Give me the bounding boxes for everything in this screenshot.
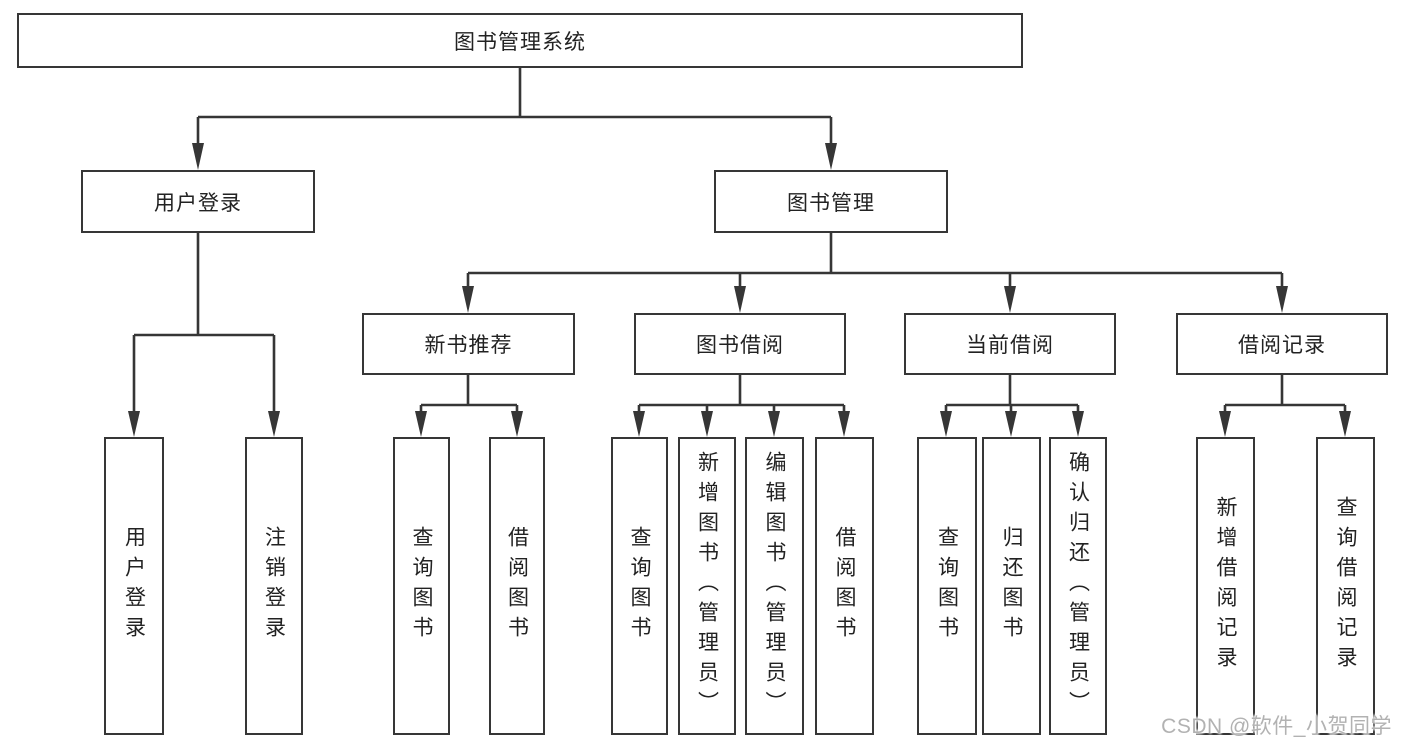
leaf-return-books-label: 归还图书 [1000, 526, 1023, 646]
arrowheads-level3 [462, 286, 1288, 313]
leaf-query-borrow-record-label: 查询借阅记录 [1334, 496, 1357, 676]
node-borrowing-records-label: 借阅记录 [1238, 334, 1326, 357]
node-book-borrowing: 图书借阅 [634, 313, 846, 375]
node-current-borrowing-label: 当前借阅 [966, 334, 1054, 357]
node-new-book-recommend: 新书推荐 [362, 313, 575, 375]
leaf-add-book-admin-label: 新增图书（管理员） [695, 451, 719, 721]
leaf-confirm-return-admin-label: 确认归还（管理员） [1066, 451, 1090, 721]
leaf-query-books-borrowing-label: 查询图书 [628, 526, 651, 646]
leaf-user-login-label: 用户登录 [122, 526, 146, 646]
leaf-borrow-books-label: 借阅图书 [833, 526, 856, 646]
node-user-login: 用户登录 [81, 170, 315, 233]
leaf-query-books-recommend-label: 查询图书 [410, 526, 433, 646]
leaf-logout-label: 注销登录 [262, 526, 286, 646]
node-user-login-label: 用户登录 [154, 191, 242, 215]
leaf-add-borrow-record-label: 新增借阅记录 [1214, 496, 1237, 676]
leaf-query-books-recommend: 查询图书 [393, 437, 450, 735]
leaf-logout: 注销登录 [245, 437, 303, 735]
node-book-management-label: 图书管理 [787, 191, 875, 215]
leaf-query-books-borrowing: 查询图书 [611, 437, 668, 735]
leaf-return-books: 归还图书 [982, 437, 1041, 735]
leaf-borrow-books-recommend-label: 借阅图书 [505, 526, 529, 646]
arrowheads-leaves [128, 411, 1351, 437]
leaf-edit-book-admin-label: 编辑图书（管理员） [763, 451, 786, 721]
leaf-query-books-current-label: 查询图书 [935, 526, 959, 646]
leaf-query-borrow-record: 查询借阅记录 [1316, 437, 1375, 735]
leaf-add-borrow-record: 新增借阅记录 [1196, 437, 1255, 735]
node-current-borrowing: 当前借阅 [904, 313, 1116, 375]
leaf-query-books-current: 查询图书 [917, 437, 977, 735]
node-root: 图书管理系统 [17, 13, 1023, 68]
node-borrowing-records: 借阅记录 [1176, 313, 1388, 375]
leaf-edit-book-admin: 编辑图书（管理员） [745, 437, 804, 735]
node-root-label: 图书管理系统 [454, 30, 586, 54]
leaf-confirm-return-admin: 确认归还（管理员） [1049, 437, 1107, 735]
node-new-book-recommend-label: 新书推荐 [424, 334, 513, 357]
leaf-add-book-admin: 新增图书（管理员） [678, 437, 736, 735]
leaf-borrow-books: 借阅图书 [815, 437, 874, 735]
arrowheads-level2 [192, 143, 837, 170]
leaf-user-login: 用户登录 [104, 437, 164, 735]
node-book-management: 图书管理 [714, 170, 948, 233]
csdn-watermark: CSDN @软件_小贺同学 [1161, 715, 1392, 738]
leaf-borrow-books-recommend: 借阅图书 [489, 437, 545, 735]
connector-lines [132, 68, 1347, 413]
node-book-borrowing-label: 图书借阅 [696, 334, 784, 357]
